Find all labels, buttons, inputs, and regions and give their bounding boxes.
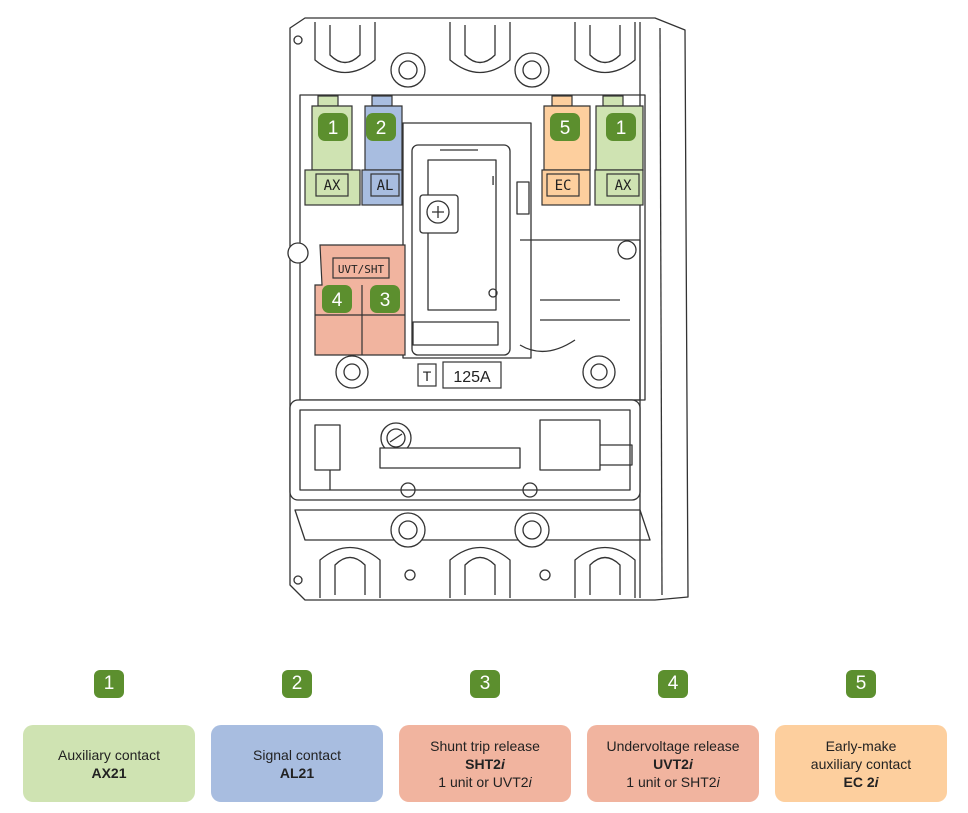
legend-code: UVT2i [653, 755, 693, 772]
module-label-ec: EC [555, 178, 572, 194]
top-terminals [293, 22, 636, 585]
legend-code: AX21 [91, 764, 127, 781]
legend-badge-3: 3 [470, 670, 500, 698]
legend-title: Auxiliary contact [58, 746, 160, 763]
test-button-label: T [423, 368, 432, 384]
device-badge-5: 5 [560, 118, 571, 139]
on-marking: I [491, 173, 495, 188]
legend-badge-5: 5 [846, 670, 876, 698]
trip-unit [289, 399, 641, 501]
device-badge-3: 3 [380, 290, 391, 311]
module-label-ax-right: AX [615, 178, 632, 194]
handle-block [402, 122, 532, 359]
legend-early-make-contact: Early-make auxiliary contact EC 2i [775, 725, 947, 802]
legend-title: Early-make [825, 737, 897, 754]
legend-code: SHT2i [465, 755, 505, 772]
legend-title: Shunt trip release [430, 737, 540, 754]
legend-badge-1: 1 [94, 670, 124, 698]
module-label-ax-left: AX [324, 178, 341, 194]
device-badge-4: 4 [332, 290, 343, 311]
legend-badge-4: 4 [658, 670, 688, 698]
module-uvt-sht [314, 244, 406, 356]
legend-shunt-trip-release: Shunt trip release SHT2i 1 unit or UVT2i [399, 725, 571, 802]
legend-auxiliary-contact: Auxiliary contact AX21 [23, 725, 195, 802]
breaker-diagram: AX AL EC AX UVT/SHT T 125A I 1 2 5 1 4 3 [287, 17, 689, 601]
device-badge-1-left: 1 [328, 118, 339, 139]
legend-undervoltage-release: Undervoltage release UVT2i 1 unit or SHT… [587, 725, 759, 802]
legend-title-line2: auxiliary contact [810, 755, 912, 772]
legend-badge-2: 2 [282, 670, 312, 698]
device-badge-2: 2 [376, 118, 387, 139]
rating-label: 125A [453, 369, 491, 386]
legend-note: 1 unit or UVT2i [438, 773, 532, 790]
device-badge-1-right: 1 [616, 118, 627, 139]
legend-title: Undervoltage release [606, 737, 740, 754]
legend-signal-contact: Signal contact AL21 [211, 725, 383, 802]
device-badges: 1 2 5 1 4 3 [318, 113, 636, 313]
legend-note: 1 unit or SHT2i [626, 773, 720, 790]
bottom-terminals [294, 509, 651, 598]
module-label-uvt-sht: UVT/SHT [338, 263, 385, 276]
legend-title: Signal contact [253, 746, 341, 763]
legend-code: EC 2i [843, 773, 879, 790]
legend-code: AL21 [279, 764, 315, 781]
module-label-al: AL [377, 178, 394, 194]
